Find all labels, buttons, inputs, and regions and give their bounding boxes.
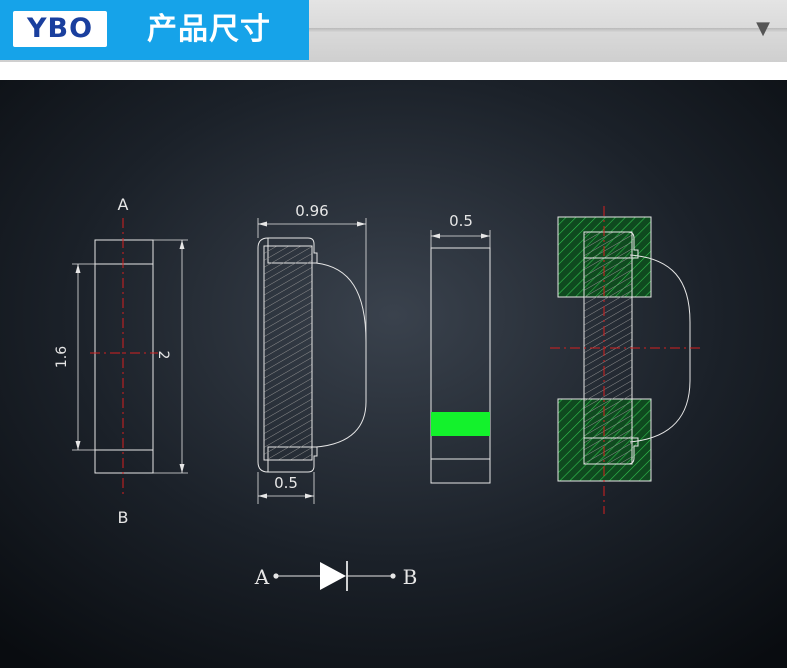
- front-view-label-a: A: [118, 195, 129, 214]
- side-view-terminal-bottom: [267, 446, 318, 473]
- dim-0-5-side-text: 0.5: [274, 474, 298, 492]
- header-bar: YBO 产品尺寸 ▼: [0, 0, 787, 62]
- drawing-background: [0, 80, 787, 668]
- dim-0-5-side-arrow-right: [305, 493, 314, 499]
- side-view-chip-hatched: [263, 245, 313, 461]
- end-view: 0.5: [430, 212, 491, 484]
- side-view-terminal-top: [267, 237, 318, 264]
- front-view-outline: [94, 239, 154, 474]
- dim-0-96-text: 0.96: [295, 202, 328, 220]
- dim-0-5-side-arrow-left: [258, 493, 267, 499]
- dimension-drawing-canvas: A B 1.6 2 0.96: [0, 80, 787, 668]
- schematic-label-a: A: [254, 565, 270, 589]
- dim-1-6-arrow-top: [75, 264, 81, 273]
- dim-0-96-arrow-left: [258, 221, 267, 227]
- side-view-body-edge: [257, 237, 269, 473]
- header-title-block: YBO 产品尺寸: [0, 0, 309, 60]
- schematic-cathode-dot: [390, 573, 396, 579]
- dropdown-arrow-icon[interactable]: ▼: [756, 18, 770, 39]
- dim-0-96-arrow-right: [357, 221, 366, 227]
- diode-schematic: A B: [254, 561, 418, 591]
- dim-0-5-end-text: 0.5: [449, 212, 473, 230]
- dim-1-6-text: 1.6: [54, 346, 70, 368]
- dimension-drawing: A B 1.6 2 0.96: [0, 80, 787, 668]
- brand-logo-text: YBO: [26, 13, 94, 44]
- dim-1-6-arrow-bottom: [75, 441, 81, 450]
- page-title: 产品尺寸: [147, 12, 271, 47]
- pad-layout-bond-wire: [629, 254, 691, 443]
- dim-2-arrow-bottom: [179, 464, 185, 473]
- header-divider-strip: [309, 28, 787, 32]
- dim-0-5-end-arrow-left: [431, 233, 440, 239]
- pad-layout-view: [550, 206, 704, 514]
- schematic-label-b: B: [403, 565, 418, 589]
- pad-layout-terminal-bottom: [584, 437, 639, 465]
- side-view: 0.96 0.5: [257, 202, 367, 504]
- diode-triangle-icon: [320, 562, 346, 590]
- dim-0-5-end-arrow-right: [481, 233, 490, 239]
- end-view-cathode-band: [431, 412, 490, 436]
- front-view-label-b: B: [118, 508, 129, 527]
- dim-2-text: 2: [155, 351, 171, 360]
- front-view: A B 1.6 2: [54, 195, 188, 527]
- end-view-outline: [430, 247, 491, 484]
- dim-2-arrow-top: [179, 240, 185, 249]
- brand-logo: YBO: [13, 11, 107, 47]
- pad-layout-terminal-top: [584, 231, 639, 259]
